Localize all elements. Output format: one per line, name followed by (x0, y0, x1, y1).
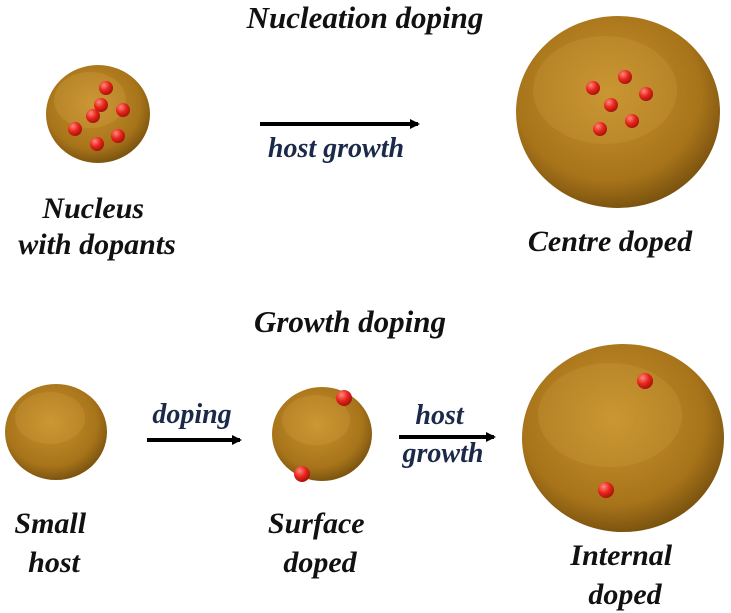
internal-dopant (637, 373, 653, 389)
dopant (593, 122, 607, 136)
dopant (586, 81, 600, 95)
nucleus-dopants (68, 81, 130, 151)
dopant (94, 98, 108, 112)
doping-arrow-label: doping (152, 399, 231, 430)
dopant (116, 103, 130, 117)
host-growth-arrow-2-label: host growth (402, 400, 484, 469)
dopant (111, 129, 125, 143)
dopant (68, 122, 82, 136)
internal-doped-particle (522, 344, 724, 532)
dopant (99, 81, 113, 95)
surface-doped-particle (272, 387, 372, 481)
host-growth-arrow-label: host growth (268, 133, 404, 164)
centre-dopants (586, 70, 653, 136)
nucleation-doping-title: Nucleation doping (246, 0, 484, 35)
surface-doped-caption: Surface doped (268, 507, 372, 579)
internal-dopant (598, 482, 614, 498)
centre-doped-caption: Centre doped (528, 225, 693, 258)
internal-doped-caption: Internal doped (569, 539, 679, 611)
surface-dopant (336, 390, 352, 406)
dopant (86, 109, 100, 123)
centre-doped-particle (516, 16, 720, 208)
surface-dopant (294, 466, 310, 482)
dopant (639, 87, 653, 101)
dopant (604, 98, 618, 112)
dopant (618, 70, 632, 84)
nucleus-caption: Nucleus with dopants (18, 192, 176, 261)
dopant (625, 114, 639, 128)
small-host-particle (5, 384, 107, 480)
small-host-caption: Small host (14, 507, 93, 579)
growth-doping-title: Growth doping (254, 304, 446, 339)
dopant (90, 137, 104, 151)
